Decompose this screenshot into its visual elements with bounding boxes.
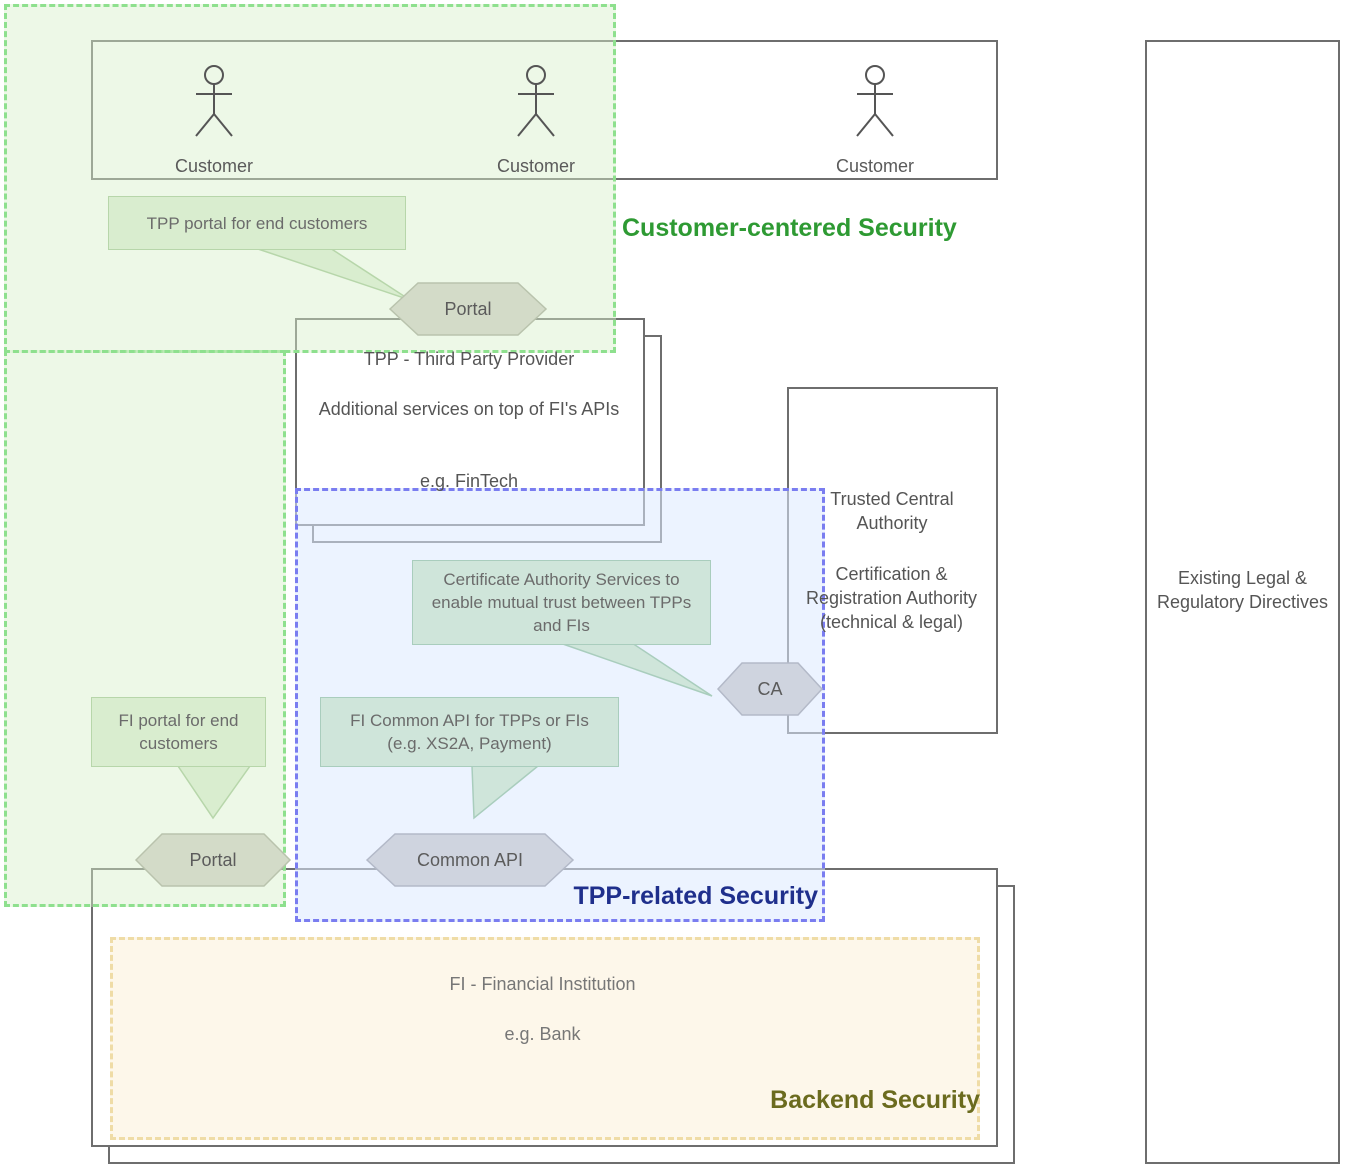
fi-portal-callout-text: FI portal for end customers <box>118 711 239 753</box>
fi-title: FI - Financial Institution <box>449 974 636 994</box>
ca-services-callout-text: Certificate Authority Services to enable… <box>431 570 692 635</box>
person-icon <box>517 65 555 137</box>
customer-actor-1: Customer <box>154 64 274 177</box>
customer-row-box <box>91 40 998 180</box>
authority-title: Trusted Central Authority <box>830 489 954 533</box>
tpp-portal-callout: TPP portal for end customers <box>108 196 406 250</box>
fi-portal-hex-label: Portal <box>189 849 237 870</box>
customer-label: Customer <box>174 156 254 176</box>
ca-hex-label: CA <box>757 678 783 699</box>
customer-actor-3: Customer <box>815 64 935 177</box>
legal-directives-text: Existing Legal & Regulatory Directives <box>1156 568 1329 612</box>
ca-services-callout: Certificate Authority Services to enable… <box>412 560 711 645</box>
customer-centered-zone-left <box>4 350 286 907</box>
authority-description: Certification & Registration Authority (… <box>805 564 978 632</box>
customer-label: Customer <box>496 156 576 176</box>
tpp-example: e.g. FinTech <box>419 471 519 491</box>
customer-centered-title: Customer-centered Security <box>622 214 957 242</box>
tpp-description: Additional services on top of FI's APIs <box>318 399 620 419</box>
fi-common-api-callout-text: FI Common API for TPPs or FIs (e.g. XS2A… <box>350 711 589 753</box>
backend-security-title: Backend Security <box>770 1086 980 1114</box>
customer-actor-2: Customer <box>476 64 596 177</box>
tpp-related-title: TPP-related Security <box>573 882 818 910</box>
fi-example: e.g. Bank <box>504 1024 581 1044</box>
backend-security-zone <box>110 937 980 1140</box>
tpp-portal-callout-text: TPP portal for end customers <box>146 213 368 233</box>
common-api-hex-label: Common API <box>416 849 524 870</box>
customer-label: Customer <box>835 156 915 176</box>
person-icon <box>195 65 233 137</box>
tpp-portal-hex-label: Portal <box>444 298 492 319</box>
person-icon <box>856 65 894 137</box>
legal-directives-box <box>1145 40 1340 1164</box>
customer-centered-zone-top <box>4 4 616 353</box>
fi-portal-callout: FI portal for end customers <box>91 697 266 767</box>
fi-common-api-callout: FI Common API for TPPs or FIs (e.g. XS2A… <box>320 697 619 767</box>
tpp-title: TPP - Third Party Provider <box>363 349 575 369</box>
